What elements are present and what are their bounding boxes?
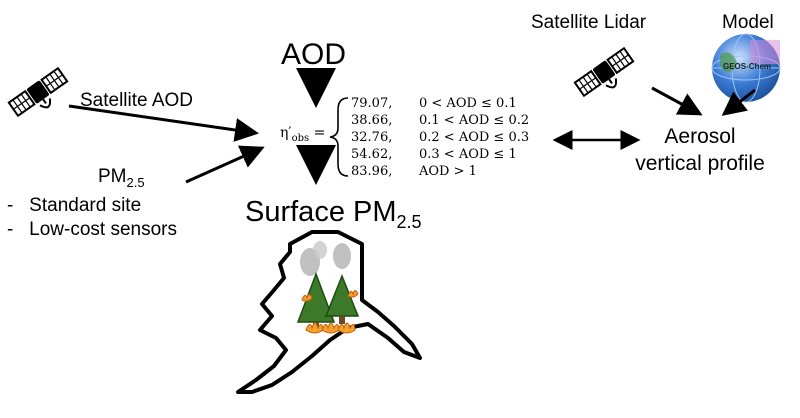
alaska-wildfire-icon (236, 230, 422, 394)
case-row-5: 83.96, AOD > 1 (351, 163, 529, 180)
pm-item-standard: - Standard site (7, 195, 141, 217)
bullet: - (7, 195, 14, 216)
case-value: 79.07, (351, 96, 393, 111)
pm-label: PM2.5 (98, 166, 145, 190)
lidar-satellite-icon (573, 46, 635, 98)
satellite-icon (7, 66, 69, 118)
surface-prefix: Surface PM (245, 196, 397, 228)
arrow-lidar (651, 86, 703, 116)
case-value: 54.62, (351, 147, 393, 162)
case-row-3: 32.76, 0.2 < AOD ≤ 0.3 (351, 129, 529, 146)
surface-subscript: 2.5 (396, 211, 422, 232)
pm-subscript: 2.5 (126, 174, 145, 190)
case-condition: AOD > 1 (419, 164, 477, 179)
pm-prefix: PM (98, 166, 127, 187)
arrow-satellite-aod (68, 104, 259, 142)
profile-line-2: vertical profile (635, 152, 765, 175)
eta-symbol: η′obs = (280, 125, 325, 144)
satellite-aod-label: Satellite AOD (80, 90, 193, 111)
surface-pm-label: Surface PM2.5 (245, 196, 422, 233)
case-row-4: 54.62, 0.3 < AOD ≤ 1 (351, 146, 529, 163)
arrow-pm (185, 145, 265, 184)
case-value: 32.76, (351, 130, 393, 145)
bullet: - (7, 219, 14, 240)
eta: η′ (280, 125, 292, 141)
case-value: 83.96, (351, 164, 393, 179)
case-condition: 0.1 < AOD ≤ 0.2 (419, 113, 530, 128)
aod-title: AOD (281, 38, 347, 71)
aerosol-profile-label: Aerosol vertical profile (605, 123, 795, 177)
profile-line-1: Aerosol (664, 125, 736, 148)
pm-item-label: Standard site (29, 195, 142, 216)
globe-icon (711, 33, 781, 103)
equation-brace (329, 97, 349, 177)
satellite-lidar-label: Satellite Lidar (531, 12, 647, 33)
arrow-model (721, 88, 756, 116)
case-row-1: 79.07, 0 < AOD ≤ 0.1 (351, 95, 529, 112)
case-condition: 0.3 < AOD ≤ 1 (419, 147, 517, 162)
pm-item-label: Low-cost sensors (29, 219, 178, 240)
equals-sign: = (313, 125, 326, 141)
eta-subscript: obs (291, 132, 310, 144)
case-condition: 0.2 < AOD ≤ 0.3 (419, 130, 530, 145)
case-value: 38.66, (351, 113, 393, 128)
equation-cases: 79.07, 0 < AOD ≤ 0.1 38.66, 0.1 < AOD ≤ 0.… (351, 95, 529, 180)
model-label: Model (722, 12, 774, 33)
case-row-2: 38.66, 0.1 < AOD ≤ 0.2 (351, 112, 529, 129)
pm-item-lowcost: - Low-cost sensors (7, 219, 177, 241)
case-condition: 0 < AOD ≤ 0.1 (419, 96, 517, 111)
geos-chem-logo-text: GEOS-Chem (723, 62, 772, 71)
